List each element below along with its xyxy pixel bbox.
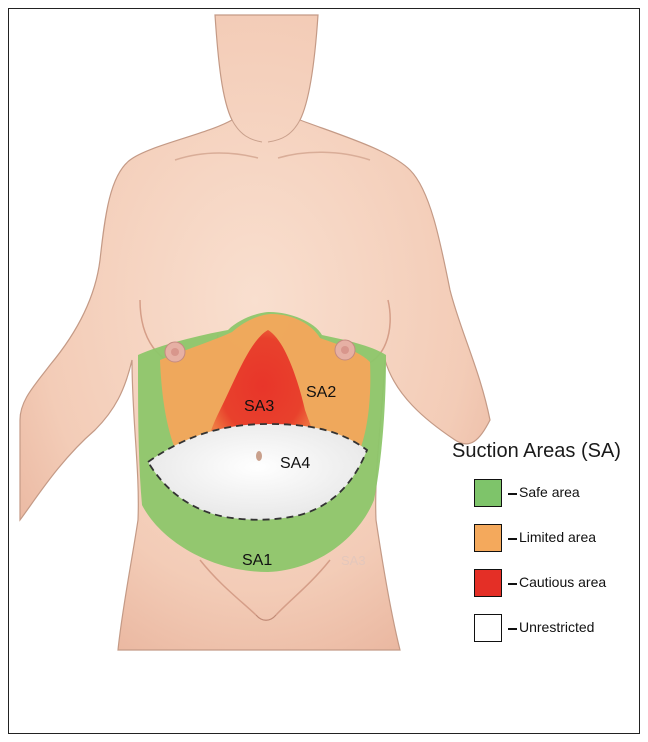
legend-dash bbox=[508, 628, 517, 630]
zone-label-sa4: SA4 bbox=[280, 455, 310, 472]
legend-dash bbox=[508, 583, 517, 585]
legend-dash bbox=[508, 493, 517, 495]
legend-swatch-unrestricted bbox=[474, 614, 502, 642]
legend-item-unrestricted: Unrestricted bbox=[452, 614, 648, 644]
legend-swatch-limited bbox=[474, 524, 502, 552]
legend-label-safe: Safe area bbox=[519, 484, 580, 500]
legend: Suction Areas (SA) Safe area Limited are… bbox=[452, 440, 648, 659]
legend-item-safe: Safe area bbox=[452, 479, 648, 509]
legend-item-limited: Limited area bbox=[452, 524, 648, 554]
zone-label-sa2: SA2 bbox=[306, 384, 336, 401]
legend-swatch-safe bbox=[474, 479, 502, 507]
nipple-left-center bbox=[171, 348, 179, 356]
legend-label-cautious: Cautious area bbox=[519, 574, 606, 590]
legend-title: Suction Areas (SA) bbox=[452, 440, 648, 463]
zone-label-sa1: SA1 bbox=[242, 552, 272, 569]
legend-label-limited: Limited area bbox=[519, 529, 596, 545]
legend-dash bbox=[508, 538, 517, 540]
zone-label-sa3-faint: SA3 bbox=[341, 553, 366, 568]
legend-swatch-cautious bbox=[474, 569, 502, 597]
navel bbox=[256, 451, 262, 461]
legend-item-cautious: Cautious area bbox=[452, 569, 648, 599]
legend-label-unrestricted: Unrestricted bbox=[519, 619, 594, 635]
zone-label-sa3: SA3 bbox=[244, 398, 274, 415]
nipple-right-center bbox=[341, 346, 349, 354]
